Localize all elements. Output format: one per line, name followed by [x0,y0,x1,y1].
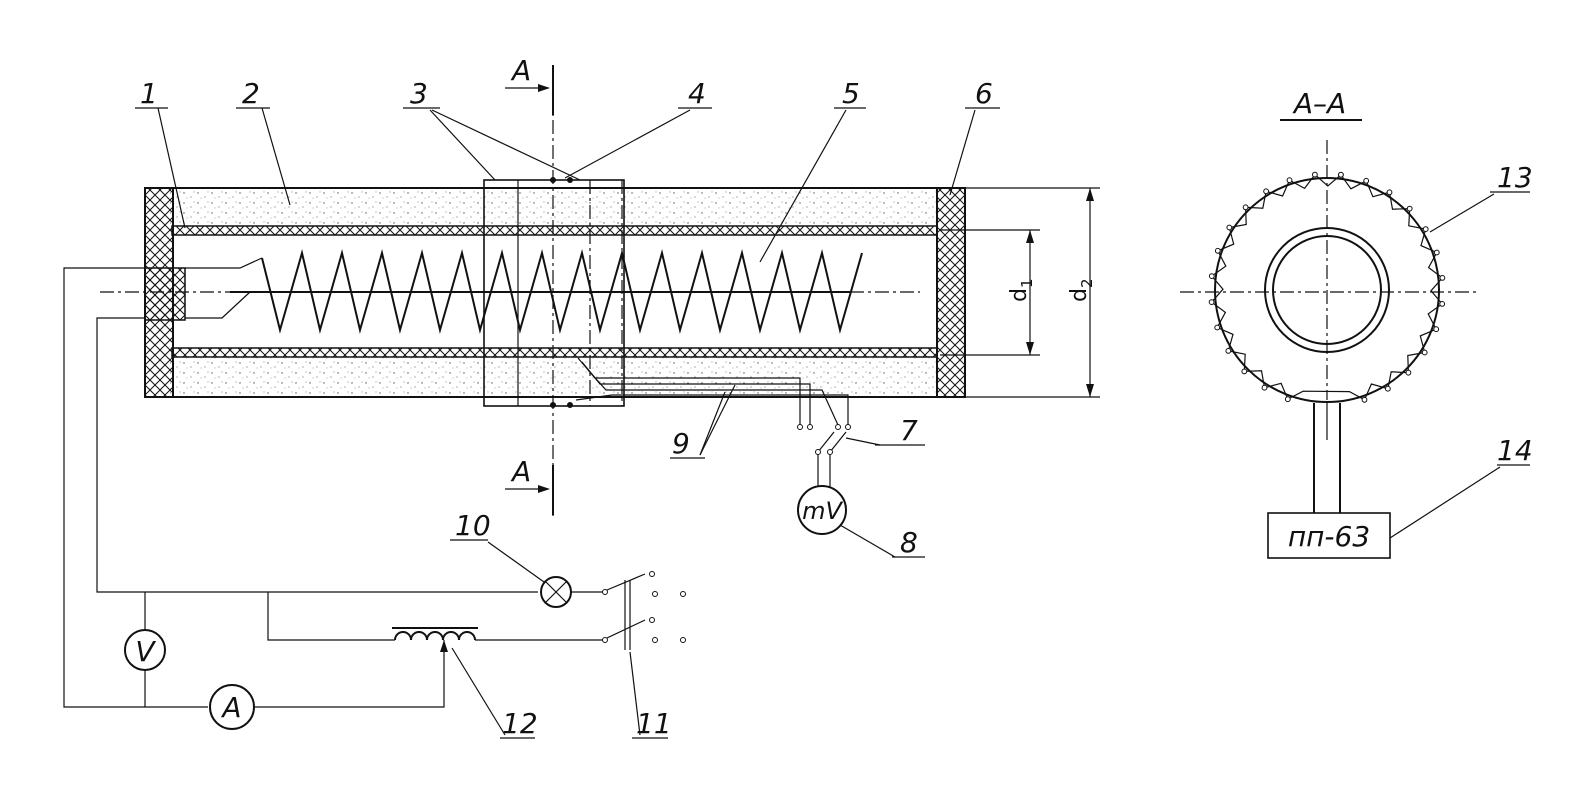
junction-dot [1439,275,1446,281]
label-8: 8 [900,526,918,559]
junction-dot [1433,249,1440,256]
label-5: 5 [842,77,860,110]
label-14: 14 [1497,434,1533,467]
label-13: 13 [1497,161,1533,194]
junction-dot [1312,171,1318,178]
junction-dot [1286,177,1293,184]
junction-dot [1422,226,1429,233]
junction-dot [1242,204,1249,211]
junction-dot [1385,385,1391,392]
insulation-top [170,188,938,226]
device-pp63 [1267,512,1391,559]
label-1: 1 [140,77,158,110]
junction-dot [1405,369,1412,376]
section-tube-inner [1272,235,1382,345]
right-end-plug [936,187,966,398]
label-4: 4 [688,77,706,110]
label-7: 7 [900,414,918,447]
dim-d2: d2 [1067,278,1096,302]
junction-dot [1214,324,1221,331]
section-mark-top: A [510,54,531,87]
junction-dot [1261,384,1268,391]
junction-dot [1263,188,1269,195]
junction-dot [1439,301,1446,307]
millivoltmeter [797,485,847,535]
label-9: 9 [672,427,690,460]
tube-wall-top [171,225,938,236]
junction-dot [1433,326,1440,333]
junction-dot [1421,349,1428,356]
voltmeter [124,629,166,671]
junction-dot [1241,368,1248,375]
junction-dot [1226,224,1233,231]
voltmeter-label: V [135,635,156,668]
label-2: 2 [242,77,260,110]
junction-dot [1225,348,1232,354]
section-tube-outer [1264,227,1390,353]
junction-dot [1214,247,1221,254]
junction-dot [1386,189,1393,196]
section-outer-circle [1214,177,1440,403]
junction-dot [1284,396,1291,403]
tube-wall-bottom [171,347,938,358]
autotransformer [394,631,476,641]
junction-dot [1406,205,1413,212]
label-12: 12 [502,707,538,740]
ammeter-label: A [220,691,241,724]
section-title: А–А [1292,87,1346,120]
callouts: 1 2 3 4 5 6 7 8 9 10 11 12 13 14 [135,77,1533,740]
junction-dot [1363,177,1370,184]
junction-dot [1338,171,1344,178]
section-mark-bottom: A [510,455,531,488]
label-6: 6 [975,77,993,110]
junction-dot [1208,299,1215,306]
label-10: 10 [455,509,491,542]
millivoltmeter-label: mV [802,497,843,525]
junction-dot [1208,273,1215,280]
junction-dot [1361,396,1368,403]
dim-d1: d1 [1007,278,1036,302]
device-label: пп-63 [1288,520,1370,553]
lead-plug [144,267,186,321]
label-3: 3 [410,77,428,110]
heater-spiral [261,249,863,334]
label-11: 11 [636,707,672,740]
thermocouple-ring [1210,173,1444,401]
thermocouple-junctions [1208,171,1446,403]
